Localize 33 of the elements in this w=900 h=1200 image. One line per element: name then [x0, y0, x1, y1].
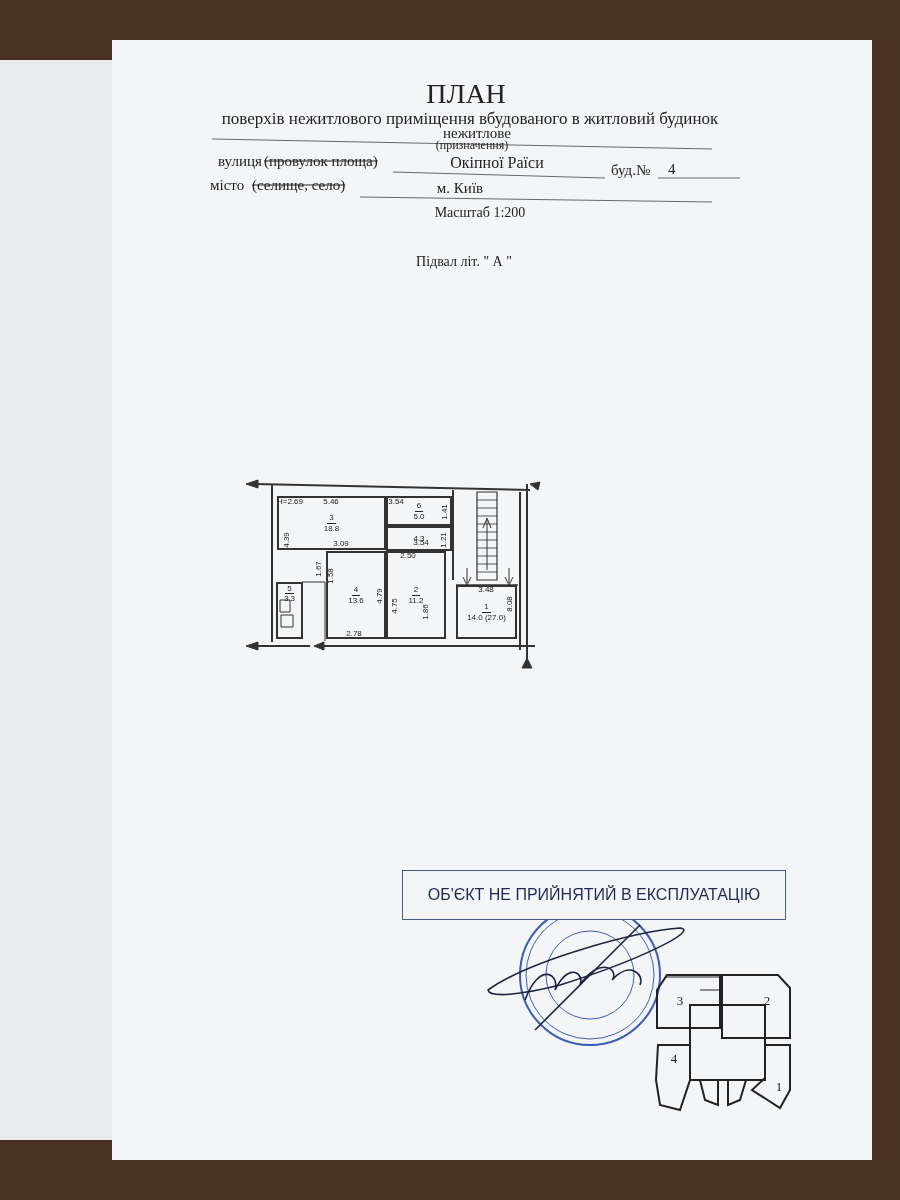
dimension-label: 1.41 [441, 504, 449, 520]
plan-title: ПЛАН [426, 80, 506, 108]
scale-text: Масштаб 1:200 [434, 206, 526, 220]
field-label: місто [210, 177, 245, 193]
dimension-label: 3.54 [413, 539, 429, 547]
street-value: Окіпної Раїси [450, 155, 544, 171]
dimension-label: 1.86 [422, 604, 430, 620]
city-value: м. Київ [436, 180, 484, 196]
dimension-label: 4.39 [283, 532, 291, 548]
struck-field-label: (селище, село) [252, 177, 346, 193]
dimension-label: 8.08 [506, 596, 514, 612]
dimension-label: 1.58 [327, 568, 335, 584]
dimension-label: 1.21 [440, 532, 448, 548]
notice-box: ОБ'ЄКТ НЕ ПРИЙНЯТИЙ В ЕКСПЛУАТАЦІЮ [402, 870, 786, 920]
dimension-label: 2.78 [346, 630, 362, 638]
struck-field-label: (провулок площа) [264, 153, 378, 169]
dimension-label: 2.50 [400, 552, 416, 560]
field-label: вулиця [218, 153, 262, 169]
dimension-label: 1.67 [315, 561, 323, 577]
field-caption: (призначення) [435, 139, 509, 151]
floor-caption: Підвал літ. " А " [416, 255, 512, 269]
field-label: буд.№ [611, 162, 651, 178]
dimension-label: 3.54 [388, 498, 404, 506]
dimension-label: 3.09 [333, 540, 349, 548]
dimension-label: 4.79 [376, 588, 384, 604]
section-number: 1 [775, 1079, 783, 1093]
dimension-label: 4.75 [391, 598, 399, 614]
dimension-label: 5.46 [323, 498, 339, 506]
dimension-label: 3.48 [478, 586, 494, 594]
section-number: 4 [670, 1051, 678, 1065]
room-outline: 5 3.3 [276, 582, 303, 639]
house-number-value: 4 [668, 161, 676, 177]
section-number: 3 [676, 993, 684, 1007]
